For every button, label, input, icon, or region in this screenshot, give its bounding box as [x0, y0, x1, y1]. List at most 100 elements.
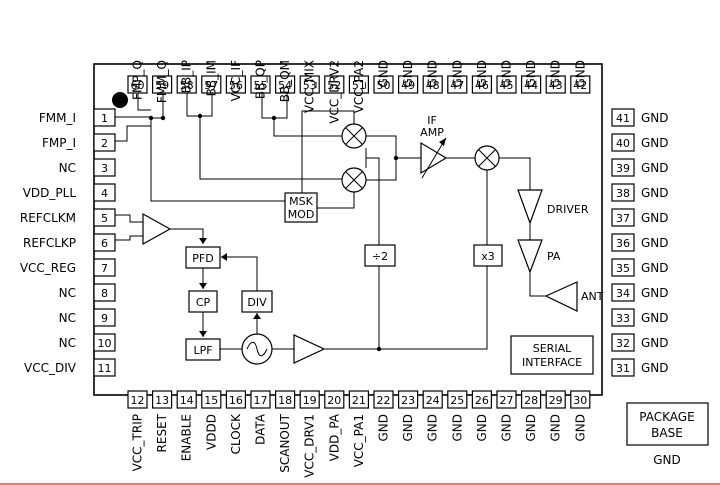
cp-label: CP [196, 296, 211, 309]
wire-lo-mixers [365, 148, 380, 245]
wire-fmm-i [115, 116, 152, 121]
pin-name: BB_IM [204, 60, 218, 96]
wire-pa-to-ant [529, 272, 546, 297]
pin-3: 3NC [59, 158, 116, 177]
pin-number: 36 [616, 237, 630, 250]
pa-label: PA [547, 250, 561, 263]
pin-number: 22 [377, 394, 391, 407]
wire-bb-i-to-mixer [199, 116, 342, 180]
junction-fm-2 [160, 115, 166, 121]
vco-buffer [293, 334, 326, 364]
pin-number: 32 [616, 337, 630, 350]
pin-name: GND [641, 236, 669, 250]
pin-number: 58 [180, 79, 194, 92]
pin-number: 11 [98, 362, 112, 375]
pin-number: 34 [616, 287, 630, 300]
pin-number: 31 [616, 362, 630, 375]
package-base-label-1: PACKAGE [639, 410, 694, 424]
pin-name: VCC_PA1 [352, 414, 366, 467]
pin-name: FMM_I [39, 111, 76, 125]
mixer-up [474, 145, 500, 171]
pin-name: GND [426, 414, 440, 442]
pin-name: VCC_REG [20, 261, 76, 275]
pin-name: GND [549, 414, 563, 442]
pin-name: FMP_Q [131, 60, 145, 100]
pin-name: GND [641, 286, 669, 300]
pin-name: RESET [155, 413, 169, 452]
pin-number: 26 [475, 394, 489, 407]
pin-number: 40 [616, 137, 630, 150]
pin-name: VCC_IF [229, 60, 243, 102]
pin-name: VCC_TRIP [131, 414, 145, 471]
pin-name: NC [59, 311, 76, 325]
if-amp-arrow-head [439, 138, 446, 146]
pin-name: ENABLE [180, 414, 194, 461]
pin-name: GND [401, 414, 415, 442]
pin-name: VDD_PLL [23, 186, 77, 200]
pin-number: 55 [254, 79, 268, 92]
pin-name: REFCLKP [23, 236, 76, 250]
pin-number: 19 [303, 394, 317, 407]
pa-amp [517, 239, 543, 274]
lpf-arrow-head [199, 331, 207, 337]
wire-upmixer-to-driver [499, 157, 531, 190]
pin-number: 24 [426, 394, 440, 407]
pin-number: 47 [450, 79, 464, 92]
pfd-label: PFD [192, 252, 213, 265]
pin-number: 44 [524, 79, 538, 92]
pfd-fb-arrow-head [221, 253, 227, 261]
pin-number: 30 [573, 394, 587, 407]
pin-name: VDD_PA [327, 413, 341, 461]
div2-block [364, 244, 396, 267]
x3-label: x3 [481, 250, 495, 263]
pin-name: NC [59, 336, 76, 350]
pin-name: GND [641, 261, 669, 275]
wire-fm-to-msk [150, 118, 285, 202]
refclk-buffer [142, 212, 172, 246]
pin-name: GND [641, 161, 669, 175]
pin-number: 42 [573, 79, 587, 92]
wire-bb-q-to-mixer [273, 118, 342, 137]
driver-amp [517, 189, 543, 225]
div-label: DIV [247, 296, 267, 309]
pin-number: 25 [450, 394, 464, 407]
pin-number: 50 [377, 79, 391, 92]
pin-number: 18 [278, 394, 292, 407]
if-amp-label-1: IF [427, 114, 437, 127]
pin-number: 13 [155, 394, 169, 407]
pin-number: 46 [475, 79, 489, 92]
pin-name: FMM_Q [155, 60, 169, 103]
pin-number: 43 [549, 79, 563, 92]
pin-number: 20 [327, 394, 341, 407]
